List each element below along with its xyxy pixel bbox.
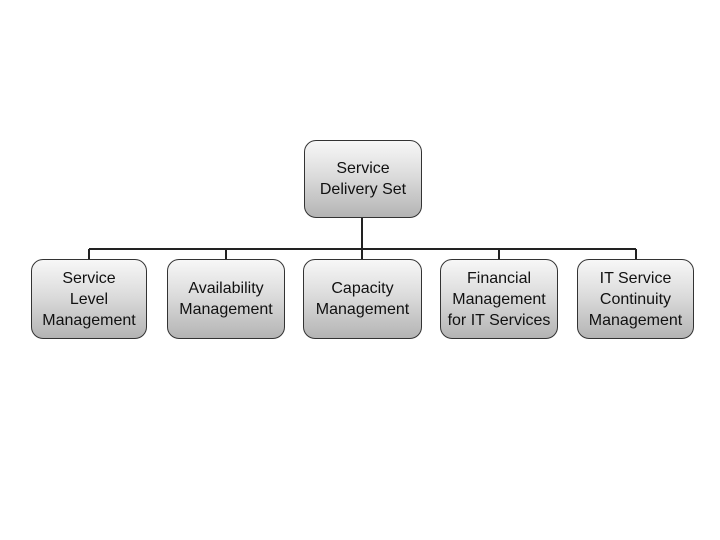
child-node-availability-management: Availability Management — [167, 259, 285, 339]
child-node-financial-management: Financial Management for IT Services — [440, 259, 558, 339]
child-node-service-level-management: Service Level Management — [31, 259, 147, 339]
child-node-label: Capacity Management — [315, 280, 410, 318]
child-node-capacity-management: Capacity Management — [303, 259, 422, 339]
child-node-label: Service Level Management — [42, 269, 136, 329]
child-node-label: Availability Management — [179, 280, 273, 318]
child-node-label: IT Service Continuity Management — [588, 269, 683, 329]
child-node-it-service-continuity-management: IT Service Continuity Management — [577, 259, 694, 339]
root-node-label: Service Delivery Set — [319, 160, 407, 198]
child-node-label: Financial Management for IT Services — [447, 269, 551, 329]
root-node-service-delivery-set: Service Delivery Set — [304, 140, 422, 218]
